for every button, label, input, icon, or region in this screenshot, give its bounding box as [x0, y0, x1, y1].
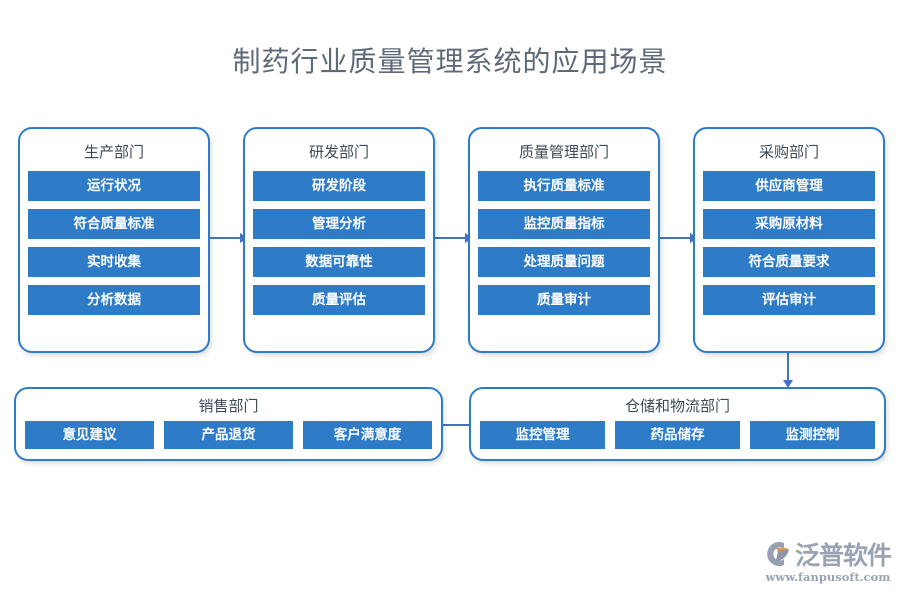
connector-line-purchase-to-warehouse — [787, 353, 789, 383]
panel-warehouse-logistics-department[interactable]: 仓储和物流部门 监控管理 药品储存 监测控制 — [469, 387, 886, 461]
panel-quality-department[interactable]: 质量管理部门 执行质量标准 监控质量指标 处理质量问题 质量审计 — [468, 127, 660, 353]
item-rnd-2[interactable]: 数据可靠性 — [253, 247, 425, 277]
panel-production-department[interactable]: 生产部门 运行状况 符合质量标准 实时收集 分析数据 — [18, 127, 210, 353]
connector-arrow-purchase-to-warehouse — [783, 380, 793, 388]
panel-title-warehouse: 仓储和物流部门 — [624, 397, 730, 415]
item-quality-2[interactable]: 处理质量问题 — [478, 247, 650, 277]
item-list-warehouse: 监控管理 药品储存 监测控制 — [471, 421, 884, 449]
logo-row: 泛普软件 — [762, 536, 894, 572]
item-rnd-3[interactable]: 质量评估 — [253, 285, 425, 315]
item-warehouse-0[interactable]: 监控管理 — [480, 421, 605, 449]
item-quality-0[interactable]: 执行质量标准 — [478, 171, 650, 201]
panel-title-quality: 质量管理部门 — [518, 143, 609, 161]
item-sales-2[interactable]: 客户满意度 — [303, 421, 432, 449]
panel-rnd-department[interactable]: 研发部门 研发阶段 管理分析 数据可靠性 质量评估 — [243, 127, 435, 353]
panel-sales-department[interactable]: 销售部门 意见建议 产品退货 客户满意度 — [14, 387, 443, 461]
item-rnd-0[interactable]: 研发阶段 — [253, 171, 425, 201]
item-warehouse-1[interactable]: 药品储存 — [615, 421, 740, 449]
panel-title-rnd: 研发部门 — [308, 143, 369, 161]
panel-title-sales: 销售部门 — [198, 397, 259, 415]
connector-line-production-to-rnd — [210, 237, 242, 239]
item-production-1[interactable]: 符合质量标准 — [28, 209, 200, 239]
item-quality-1[interactable]: 监控质量指标 — [478, 209, 650, 239]
panel-title-purchase: 采购部门 — [758, 143, 819, 161]
item-purchase-0[interactable]: 供应商管理 — [703, 171, 875, 201]
item-purchase-2[interactable]: 符合质量要求 — [703, 247, 875, 277]
connector-line-rnd-to-quality — [435, 237, 467, 239]
item-list-rnd: 研发阶段 管理分析 数据可靠性 质量评估 — [245, 171, 433, 315]
page-title: 制药行业质量管理系统的应用场景 — [232, 45, 668, 78]
fanpu-logo-icon — [762, 539, 792, 569]
item-list-purchase: 供应商管理 采购原材料 符合质量要求 评估审计 — [695, 171, 883, 315]
watermark-logo: 泛普软件 www.fanpusoft.com — [762, 536, 894, 588]
item-list-quality: 执行质量标准 监控质量指标 处理质量问题 质量审计 — [470, 171, 658, 315]
item-purchase-1[interactable]: 采购原材料 — [703, 209, 875, 239]
item-production-3[interactable]: 分析数据 — [28, 285, 200, 315]
item-sales-0[interactable]: 意见建议 — [25, 421, 154, 449]
item-production-0[interactable]: 运行状况 — [28, 171, 200, 201]
logo-url: www.fanpusoft.com — [765, 570, 891, 584]
panel-title-production: 生产部门 — [83, 143, 144, 161]
panel-purchase-department[interactable]: 采购部门 供应商管理 采购原材料 符合质量要求 评估审计 — [693, 127, 885, 353]
connector-line-quality-to-purchase — [660, 237, 692, 239]
item-list-production: 运行状况 符合质量标准 实时收集 分析数据 — [20, 171, 208, 315]
item-warehouse-2[interactable]: 监测控制 — [750, 421, 875, 449]
item-rnd-1[interactable]: 管理分析 — [253, 209, 425, 239]
connector-line-warehouse-to-sales — [443, 424, 469, 426]
logo-name: 泛普软件 — [795, 541, 892, 570]
item-sales-1[interactable]: 产品退货 — [164, 421, 293, 449]
item-production-2[interactable]: 实时收集 — [28, 247, 200, 277]
item-quality-3[interactable]: 质量审计 — [478, 285, 650, 315]
item-purchase-3[interactable]: 评估审计 — [703, 285, 875, 315]
item-list-sales: 意见建议 产品退货 客户满意度 — [16, 421, 441, 449]
